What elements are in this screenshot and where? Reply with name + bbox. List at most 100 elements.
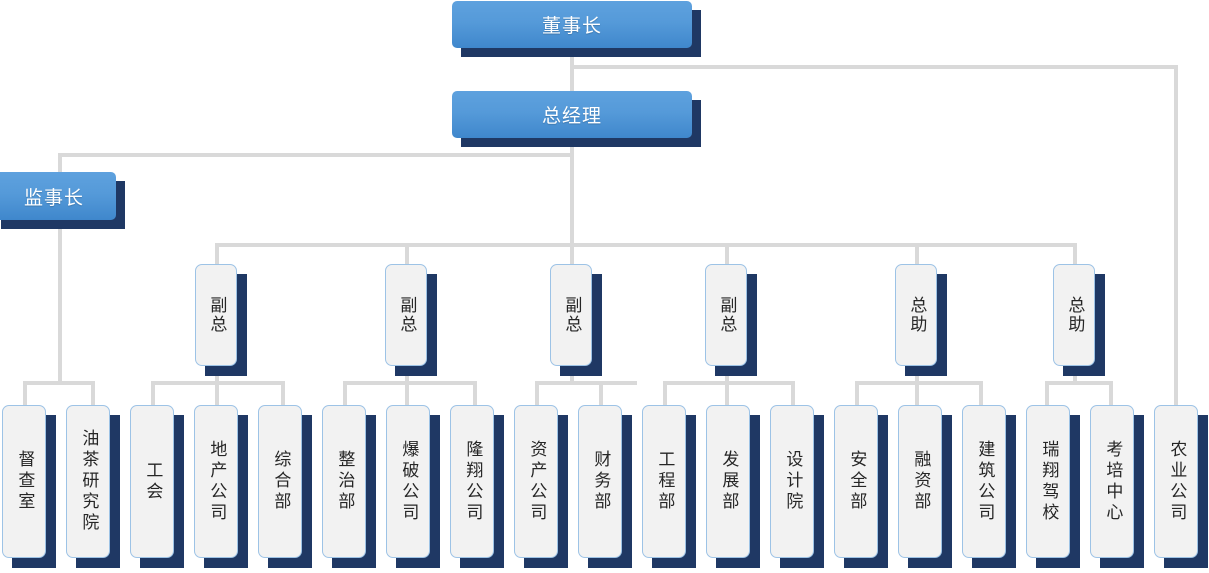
node-deputy-2[interactable]: 副总: [550, 264, 602, 376]
node-face: 副总: [705, 264, 747, 366]
connector-deputy-drop-4: [915, 243, 919, 265]
connector-leaf-drop-12: [791, 381, 795, 405]
connector-dep2-bar: [535, 381, 637, 385]
node-label-leaf-4: 综合部: [271, 450, 291, 513]
node-deputy-0[interactable]: 副总: [195, 264, 247, 376]
node-face: 油茶研究院: [66, 405, 110, 558]
connector-deputy-drop-1: [405, 243, 409, 265]
node-leaf-14[interactable]: 融资部: [898, 405, 952, 568]
node-leaf-5[interactable]: 整治部: [322, 405, 376, 568]
connector-right-branch-vertical: [1174, 65, 1178, 405]
node-face: 总助: [895, 264, 937, 366]
connector-leaf-drop-9: [599, 381, 603, 405]
connector-dep3-bar: [663, 381, 795, 385]
node-label-leaf-17: 考培中心: [1103, 439, 1123, 524]
connector-leaf-drop-11: [725, 381, 729, 405]
node-face: 设计院: [770, 405, 814, 558]
connector-leaf-drop-16: [1045, 381, 1049, 405]
node-label-leaf-0: 督查室: [15, 450, 35, 513]
node-deputy-3[interactable]: 副总: [705, 264, 757, 376]
node-face: 综合部: [258, 405, 302, 558]
node-label-deputy-0: 副总: [207, 296, 227, 334]
connector-chairman-spine: [570, 48, 574, 96]
node-leaf-9[interactable]: 财务部: [578, 405, 632, 568]
node-face: 安全部: [834, 405, 878, 558]
node-deputy-5[interactable]: 总助: [1053, 264, 1105, 376]
node-face: 发展部: [706, 405, 750, 558]
connector-leaf-drop-7: [473, 381, 477, 405]
node-face: 副总: [550, 264, 592, 366]
node-label-deputy-3: 副总: [717, 296, 737, 334]
node-leaf-11[interactable]: 发展部: [706, 405, 760, 568]
connector-leaf-drop-8: [535, 381, 539, 405]
node-label-leaf-2: 工会: [143, 460, 163, 503]
node-leaf-10[interactable]: 工程部: [642, 405, 696, 568]
node-leaf-15[interactable]: 建筑公司: [962, 405, 1016, 568]
node-chairman[interactable]: 董事长: [452, 1, 701, 57]
node-label-leaf-6: 爆破公司: [399, 439, 419, 524]
node-face: 董事长: [452, 1, 692, 48]
node-label-leaf-1: 油茶研究院: [79, 429, 99, 534]
node-face: 副总: [385, 264, 427, 366]
node-face: 整治部: [322, 405, 366, 558]
node-label-deputy-2: 副总: [562, 296, 582, 334]
node-face: 地产公司: [194, 405, 238, 558]
node-face: 资产公司: [514, 405, 558, 558]
node-leaf-8[interactable]: 资产公司: [514, 405, 568, 568]
node-face: 工程部: [642, 405, 686, 558]
connector-deputy-bar: [215, 243, 1077, 247]
connector-leaf-drop-10: [663, 381, 667, 405]
node-leaf-1[interactable]: 油茶研究院: [66, 405, 120, 568]
node-label-leaf-12: 设计院: [783, 450, 803, 513]
node-face: 副总: [195, 264, 237, 366]
connector-leaf-drop-14: [915, 381, 919, 405]
node-face: 农业公司: [1154, 405, 1198, 558]
connector-left-leaf-bar: [25, 381, 95, 385]
connector-deputy-drop-0: [215, 243, 219, 265]
node-face: 督查室: [2, 405, 46, 558]
node-face: 隆翔公司: [450, 405, 494, 558]
connector-deputy-drop-2: [570, 243, 574, 265]
connector-leaf-drop-4: [281, 381, 285, 405]
node-supervisor-chief[interactable]: 监事长: [0, 172, 125, 229]
node-face: 工会: [130, 405, 174, 558]
node-leaf-2[interactable]: 工会: [130, 405, 184, 568]
connector-leaf-drop-6: [405, 381, 409, 405]
node-label-leaf-7: 隆翔公司: [463, 439, 483, 524]
node-face: 考培中心: [1090, 405, 1134, 558]
connector-left-branch-vertical: [58, 153, 62, 383]
node-face: 总经理: [452, 91, 692, 138]
node-label-leaf-13: 安全部: [847, 450, 867, 513]
node-label-chairman: 董事长: [541, 16, 602, 37]
node-deputy-4[interactable]: 总助: [895, 264, 947, 376]
node-leaf-7[interactable]: 隆翔公司: [450, 405, 504, 568]
node-leaf-17[interactable]: 考培中心: [1090, 405, 1144, 568]
connector-leaf-drop-0: [23, 381, 27, 405]
connector-dep1-bar: [343, 381, 477, 385]
node-label-leaf-5: 整治部: [335, 450, 355, 513]
node-leaf-4[interactable]: 综合部: [258, 405, 312, 568]
node-label-supervisor-chief: 监事长: [23, 187, 84, 209]
connector-leaf-drop-2: [151, 381, 155, 405]
node-label-leaf-8: 资产公司: [527, 439, 547, 524]
connector-left-branch-horizontal: [58, 153, 572, 157]
node-label-leaf-18: 农业公司: [1167, 439, 1187, 524]
node-leaf-13[interactable]: 安全部: [834, 405, 888, 568]
node-label-leaf-9: 财务部: [591, 450, 611, 513]
node-face: 总助: [1053, 264, 1095, 366]
node-leaf-16[interactable]: 瑞翔驾校: [1026, 405, 1080, 568]
node-leaf-18[interactable]: 农业公司: [1154, 405, 1208, 568]
connector-leaf-drop-3: [215, 381, 219, 405]
node-leaf-12[interactable]: 设计院: [770, 405, 824, 568]
node-leaf-3[interactable]: 地产公司: [194, 405, 248, 568]
node-label-leaf-10: 工程部: [655, 450, 675, 513]
node-deputy-1[interactable]: 副总: [385, 264, 437, 376]
node-leaf-0[interactable]: 督查室: [2, 405, 56, 568]
node-label-general-manager: 总经理: [541, 106, 602, 127]
node-label-deputy-4: 总助: [907, 296, 927, 334]
node-general-manager[interactable]: 总经理: [452, 91, 701, 147]
node-label-leaf-15: 建筑公司: [975, 439, 995, 524]
connector-leaf-drop-13: [855, 381, 859, 405]
node-leaf-6[interactable]: 爆破公司: [386, 405, 440, 568]
connector-leaf-drop-5: [343, 381, 347, 405]
